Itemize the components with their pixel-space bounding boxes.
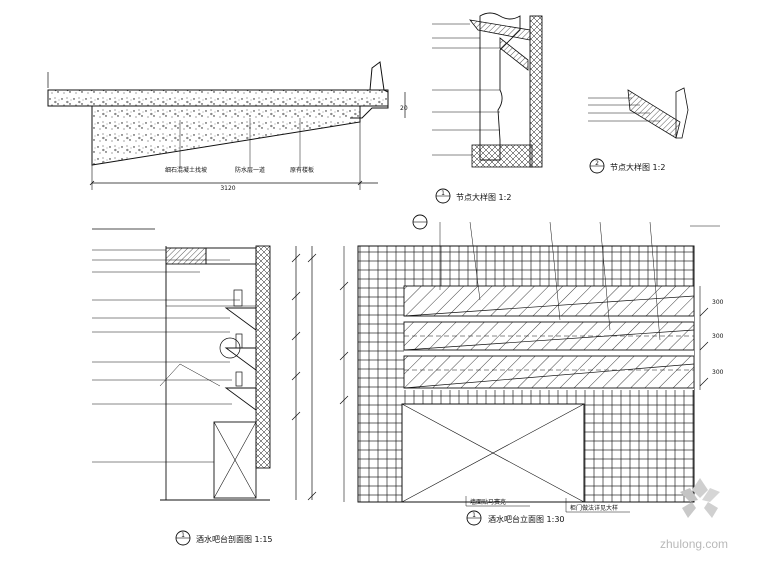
left-section-title: 酒水吧台剖面图 1:15 [196, 534, 273, 544]
elevation-title: 酒水吧台立面图 1:30 [488, 514, 565, 524]
top-left-label-1: 细石混凝土找坡 [165, 166, 207, 174]
zhulong-flower-logo [680, 478, 720, 518]
callout-2-text: 2 [595, 160, 599, 167]
elev-dim-3: 300 [712, 369, 724, 376]
watermark: zhulong.com [660, 478, 728, 551]
node-detail-2: 2 节点大样图 1:2 [588, 87, 689, 174]
callout-elev-text: 1 [472, 512, 476, 519]
elev-dim-1: 300 [712, 299, 724, 306]
top-left-section: 3120 20 细石混凝土找坡 防水层一道 原有楼板 [47, 61, 408, 192]
node-detail-1: 1 节点大样图 1:2 [432, 12, 543, 204]
top-left-label-3: 原有楼板 [290, 166, 314, 174]
right-elevation: 300 300 300 墙面贴马赛克 柜门做法详见大样 1 酒水吧台立面图 1:… [339, 214, 724, 526]
callout-1-text: 1 [441, 190, 445, 197]
node-detail-2-title: 节点大样图 1:2 [610, 162, 665, 172]
watermark-text: zhulong.com [660, 537, 728, 551]
top-left-dim-right: 20 [400, 105, 408, 112]
callout-left-text: 1 [181, 532, 185, 539]
elev-note-1: 墙面贴马赛克 [470, 498, 506, 506]
node-detail-1-title: 节点大样图 1:2 [456, 192, 511, 202]
left-section: 1 酒水吧台剖面图 1:15 [92, 228, 317, 546]
top-left-label-2: 防水层一道 [235, 166, 265, 174]
elev-note-2: 柜门做法详见大样 [570, 504, 618, 512]
top-left-dim-bottom: 3120 [220, 185, 235, 192]
elev-dim-2: 300 [712, 333, 724, 340]
